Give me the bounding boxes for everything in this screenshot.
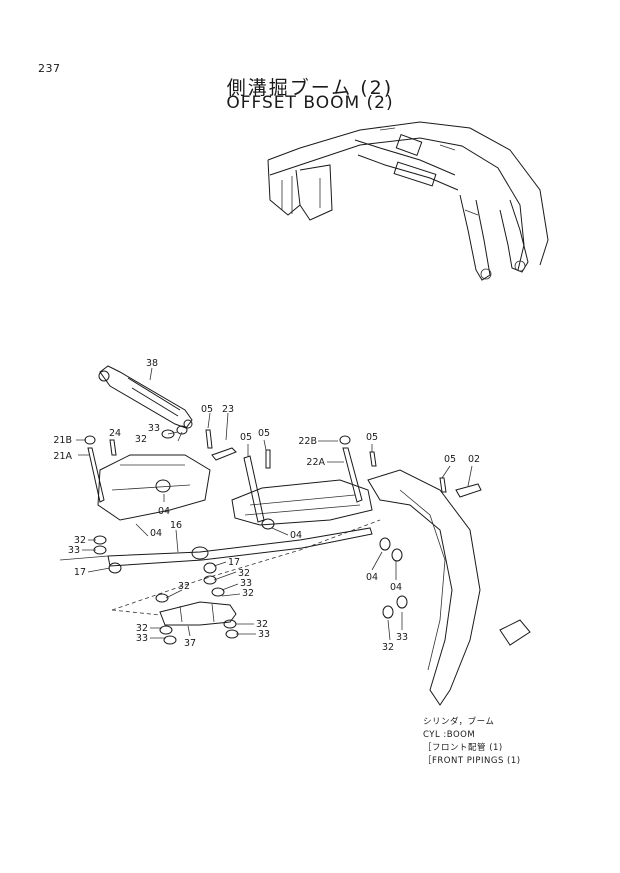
legend-line: シリンダ，ブーム xyxy=(423,717,495,727)
legend-line: CYL :BOOM xyxy=(423,730,476,740)
callout-04: 04 xyxy=(366,572,378,583)
callout-05: 05 xyxy=(366,432,378,443)
callout-04: 04 xyxy=(150,528,162,539)
callout-04: 04 xyxy=(390,582,402,593)
callout-33: 33 xyxy=(68,545,80,556)
main-exploded-illustration xyxy=(59,365,531,706)
callout-32: 32 xyxy=(382,642,394,653)
boom-overview-illustration xyxy=(267,121,549,281)
callout-24: 05 xyxy=(240,432,252,443)
title-japanese: 側溝掘ブーム (2) xyxy=(226,77,394,99)
callout-32: 32 xyxy=(242,588,254,599)
callout-32: 32 xyxy=(135,434,147,445)
callout-04: 04 xyxy=(290,530,302,541)
callout-16: 16 xyxy=(170,520,182,531)
callout-17: 17 xyxy=(74,567,86,578)
callout-33: 33 xyxy=(258,629,270,640)
callout-05: 24 xyxy=(109,428,121,439)
callout-32: 32 xyxy=(136,623,148,634)
callout-21A: 21A xyxy=(53,451,72,462)
callout-32: 32 xyxy=(256,619,268,630)
callout-05: 05 xyxy=(201,404,213,415)
callout-32: 32 xyxy=(74,535,86,546)
callout-21B: 21B xyxy=(53,435,72,446)
callout-32: 32 xyxy=(178,581,190,592)
legend-line: ［FRONT PIPINGS (1) xyxy=(423,756,521,766)
callout-17: 17 xyxy=(228,557,240,568)
callout-22A: 22A xyxy=(306,457,325,468)
legend-line: ［フロント配管 (1) xyxy=(423,743,503,753)
callout-05: 05 xyxy=(444,454,456,465)
callout-37: 37 xyxy=(184,638,196,649)
callout-33: 33 xyxy=(396,632,408,643)
callout-33: 33 xyxy=(148,423,160,434)
page-number: 237 xyxy=(38,62,61,75)
callout-02: 02 xyxy=(468,454,480,465)
callout-22B: 22B xyxy=(298,436,317,447)
callout-04: 04 xyxy=(158,506,170,517)
title-english: OFFSET BOOM (2) xyxy=(226,93,394,113)
callout-05: 05 xyxy=(258,428,270,439)
callout-32: 32 xyxy=(238,568,250,579)
callout-labels: 38 05 23 05 33 32 21B 21A 24 05 22B 05 2… xyxy=(53,358,480,653)
callout-33: 33 xyxy=(240,578,252,589)
callout-33: 33 xyxy=(136,633,148,644)
callout-38: 38 xyxy=(146,358,158,369)
legend-notes: シリンダ，ブーム CYL :BOOM ［フロント配管 (1) ［FRONT PI… xyxy=(423,716,521,768)
callout-23: 23 xyxy=(222,404,234,415)
